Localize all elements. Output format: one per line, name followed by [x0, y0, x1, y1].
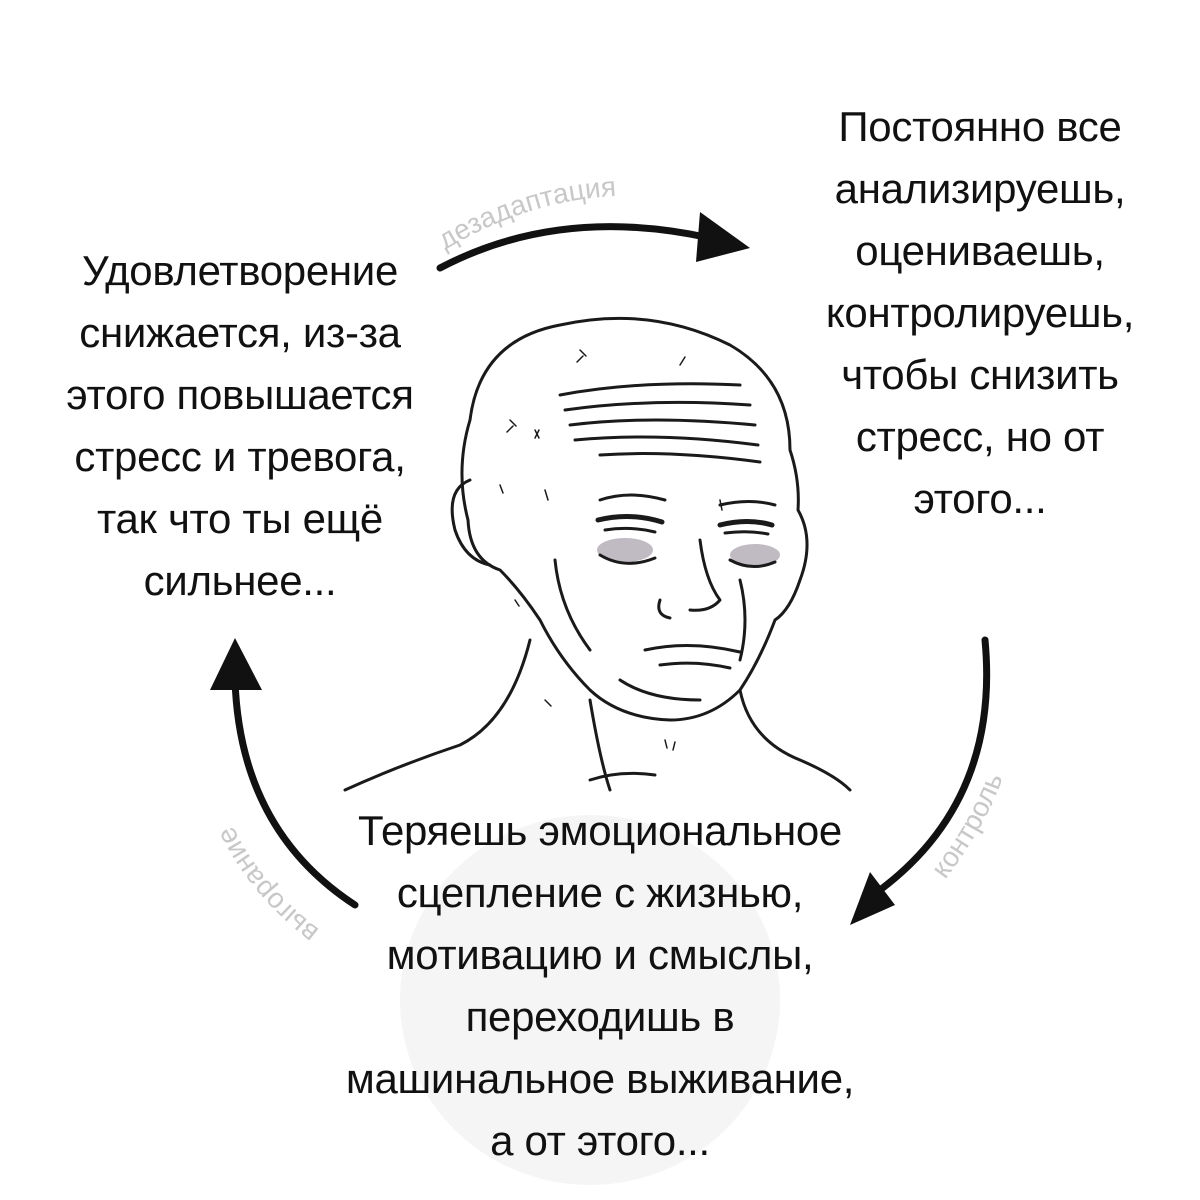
arrow-top — [436, 212, 750, 272]
bottom-caption-line: мотивацию и смыслы, — [386, 931, 814, 978]
left-caption-line: так что ты ещё — [96, 495, 383, 542]
bottom-caption-line: сцепление с жизнью, — [396, 869, 804, 916]
bottom-caption: Теряешь эмоциональное сцепление с жизнью… — [290, 800, 910, 1172]
right-caption: Постоянно все анализируешь, оцениваешь, … — [770, 96, 1190, 530]
arrow-left — [210, 638, 359, 909]
right-caption-line: анализируешь, — [834, 165, 1126, 212]
right-caption-line: Постоянно все — [838, 103, 1122, 150]
left-caption-line: сильнее... — [143, 557, 337, 604]
left-caption-line: снижается, из-за — [79, 309, 401, 356]
bottom-caption-line: переходишь в — [465, 993, 735, 1040]
left-caption-line: этого повышается — [66, 371, 414, 418]
left-caption-line: стресс и тревога, — [74, 433, 406, 480]
wojak-face-illustration — [343, 316, 852, 792]
right-caption-line: этого... — [913, 475, 1047, 522]
right-caption-line: стресс, но от — [855, 413, 1105, 460]
bottom-caption-line: а от этого... — [490, 1117, 710, 1164]
right-caption-line: контролируешь, — [825, 289, 1135, 336]
right-caption-line: чтобы снизить — [841, 351, 1119, 398]
right-caption-line: оцениваешь, — [855, 227, 1105, 274]
left-caption-line: Удовлетворение — [81, 247, 399, 294]
bottom-caption-line: машинальное выживание, — [345, 1055, 855, 1102]
arrow-right — [850, 636, 991, 925]
left-caption: Удовлетворение снижается, из-за этого по… — [10, 240, 470, 612]
bottom-caption-line: Теряешь эмоциональное — [358, 807, 842, 854]
watermark-logo — [400, 815, 780, 1185]
